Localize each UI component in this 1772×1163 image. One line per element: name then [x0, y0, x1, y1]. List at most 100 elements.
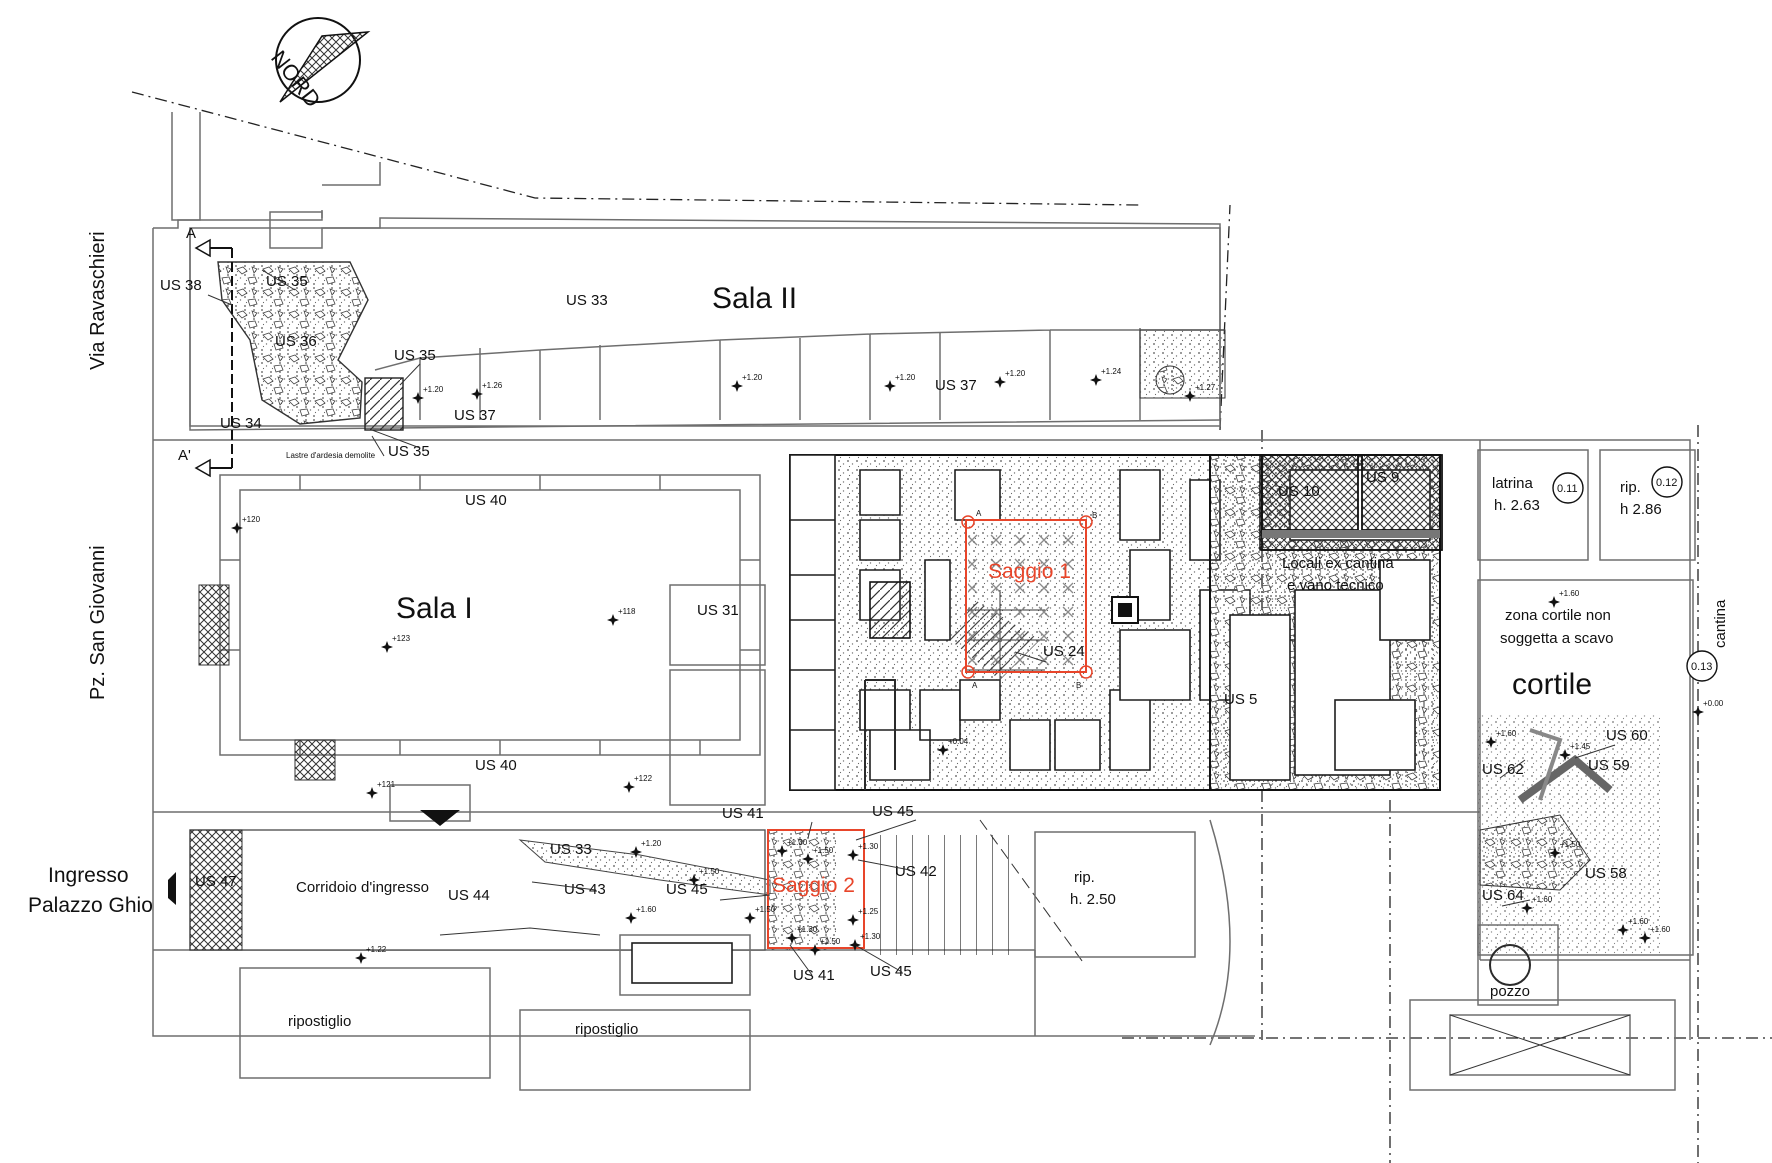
us-label: US 33 [566, 292, 608, 309]
elevation-value: +1.20 [742, 373, 763, 382]
elevation-value: +1.50 [699, 867, 720, 876]
elevation-value: +1.45 [1570, 742, 1591, 751]
elevation-value: +121 [377, 780, 396, 789]
us-label: US 45 [872, 803, 914, 820]
saggio-1-corner-a2: A [972, 681, 978, 690]
us-label: US 60 [1606, 727, 1648, 744]
elevation-value: +1.30 [797, 925, 818, 934]
latrina-room [1477, 449, 1589, 561]
room-label-pozzo: pozzo [1490, 983, 1530, 1000]
room-label-corridoio: Corridoio d'ingresso [296, 879, 429, 896]
us-label: US 45 [666, 881, 708, 898]
elevation-value: +1.50 [1560, 840, 1581, 849]
us-label: US 41 [793, 967, 835, 984]
entrance-label-line1: Ingresso [48, 864, 129, 887]
street-pz-san-giovanni: Pz. San Giovanni [87, 545, 109, 700]
us-label: US 38 [160, 277, 202, 294]
locali-ex-cantina [1209, 454, 1443, 791]
elevation-value: +1.60 [1650, 925, 1671, 934]
ripostiglio-rooms [239, 934, 751, 1091]
us-label: US 5 [1224, 691, 1257, 708]
room-code-1: 0.11 [1557, 483, 1578, 495]
us-leader-lines [207, 269, 1616, 976]
section-marker-a: A [186, 225, 196, 242]
elevation-value: +1.60 [1532, 895, 1553, 904]
us-label: US 31 [697, 602, 739, 619]
room-label-rip-286-line1: rip. [1620, 479, 1641, 496]
room-label-cortile: cortile [1512, 668, 1592, 701]
room-label-sala-1: Sala I [396, 592, 473, 625]
room-label-ripostiglio-2: ripostiglio [575, 1021, 638, 1038]
room-label-zona-line2: soggetta a scavo [1500, 630, 1613, 647]
sala-1-room [198, 474, 761, 822]
us-label: US 44 [448, 887, 490, 904]
room-code-3: 0.13 [1691, 661, 1712, 673]
elevation-value: +123 [392, 634, 411, 643]
section-line-a [194, 238, 233, 478]
elevation-value: +1.60 [1496, 729, 1517, 738]
elevation-value: +1.30 [860, 932, 881, 941]
us-label: US 37 [935, 377, 977, 394]
elevation-value: +1.20 [641, 839, 662, 848]
elevation-value: +118 [618, 607, 636, 616]
elevation-value: +1.30 [858, 842, 879, 851]
us-label: US 43 [564, 881, 606, 898]
us-label: US 35 [394, 347, 436, 364]
elevation-value: +120 [242, 515, 261, 524]
elevation-value: +1.30 [787, 838, 808, 847]
us-label: US 10 [1278, 483, 1320, 500]
elevation-value: +0.04 [948, 737, 969, 746]
saggio-1-corner-b: B [1092, 511, 1097, 520]
us-label: US 24 [1043, 643, 1085, 660]
room-label-latrina-line1: latrina [1492, 475, 1534, 492]
cortile-area [1477, 579, 1694, 1006]
room-label-ripostiglio-1: ripostiglio [288, 1013, 351, 1030]
room-code-circle-1 [1552, 472, 1584, 504]
elevation-value: +122 [634, 774, 653, 783]
saggio-1-label: Saggio 1 [988, 560, 1071, 583]
elevation-value: +1.50 [813, 846, 834, 855]
elevation-value: +0.00 [1703, 699, 1724, 708]
corridoio-area [168, 810, 771, 951]
room-label-rip-250-line2: h. 2.50 [1070, 891, 1116, 908]
lower-right-structure [1409, 999, 1676, 1091]
elevation-value: +1.50 [755, 905, 776, 914]
us-label: US 35 [388, 443, 430, 460]
room-code-circle-2 [1651, 466, 1683, 498]
room-label-sala-2: Sala II [712, 282, 797, 315]
elevation-value: +1.22 [366, 945, 387, 954]
us-label: US 42 [895, 863, 937, 880]
saggio-1-corner-b2: B [1076, 681, 1081, 690]
saggio-2-label: Saggio 2 [772, 874, 855, 897]
street-via-ravaschieri: Via Ravaschieri [87, 231, 109, 370]
room-code-circle-3 [1686, 650, 1718, 682]
elevation-value: +1.26 [482, 381, 503, 390]
sala-2-room [189, 227, 1226, 431]
elevation-value: +1.24 [1101, 367, 1122, 376]
us-label: US 47 [195, 873, 237, 890]
elevation-value: +1.60 [636, 905, 657, 914]
elevation-value: +1.25 [858, 907, 879, 916]
us-label: US 35 [266, 273, 308, 290]
elevation-value: +1.50 [820, 937, 841, 946]
elevation-value: +1.20 [423, 385, 444, 394]
north-arrow-icon: NORD [266, 17, 371, 112]
us-label: US 36 [275, 333, 317, 350]
us-label: US 64 [1482, 887, 1524, 904]
rip-250-room [1034, 819, 1231, 1046]
room-label-zona-line1: zona cortile non [1505, 607, 1611, 624]
elevation-value: +1.20 [1005, 369, 1026, 378]
elevation-points: +1.20+1.26+1.20+1.20+1.20+1.24+1.27+120+… [231, 367, 1724, 964]
room-label-locali-line2: e vano tecnico [1287, 577, 1384, 594]
us-label: US 9 [1366, 469, 1399, 486]
us-label: US 41 [722, 805, 764, 822]
room-label-cantina: cantina [1712, 599, 1729, 648]
us-label: US 45 [870, 963, 912, 980]
room-label-locali-line1: Locali ex cantina [1282, 555, 1394, 572]
elevation-value: +1.60 [1628, 917, 1649, 926]
us31-blocks [669, 584, 766, 806]
elevation-value: +1.60 [1559, 589, 1580, 598]
saggio-1-corner-markers [961, 515, 1093, 679]
us-label: US 58 [1585, 865, 1627, 882]
